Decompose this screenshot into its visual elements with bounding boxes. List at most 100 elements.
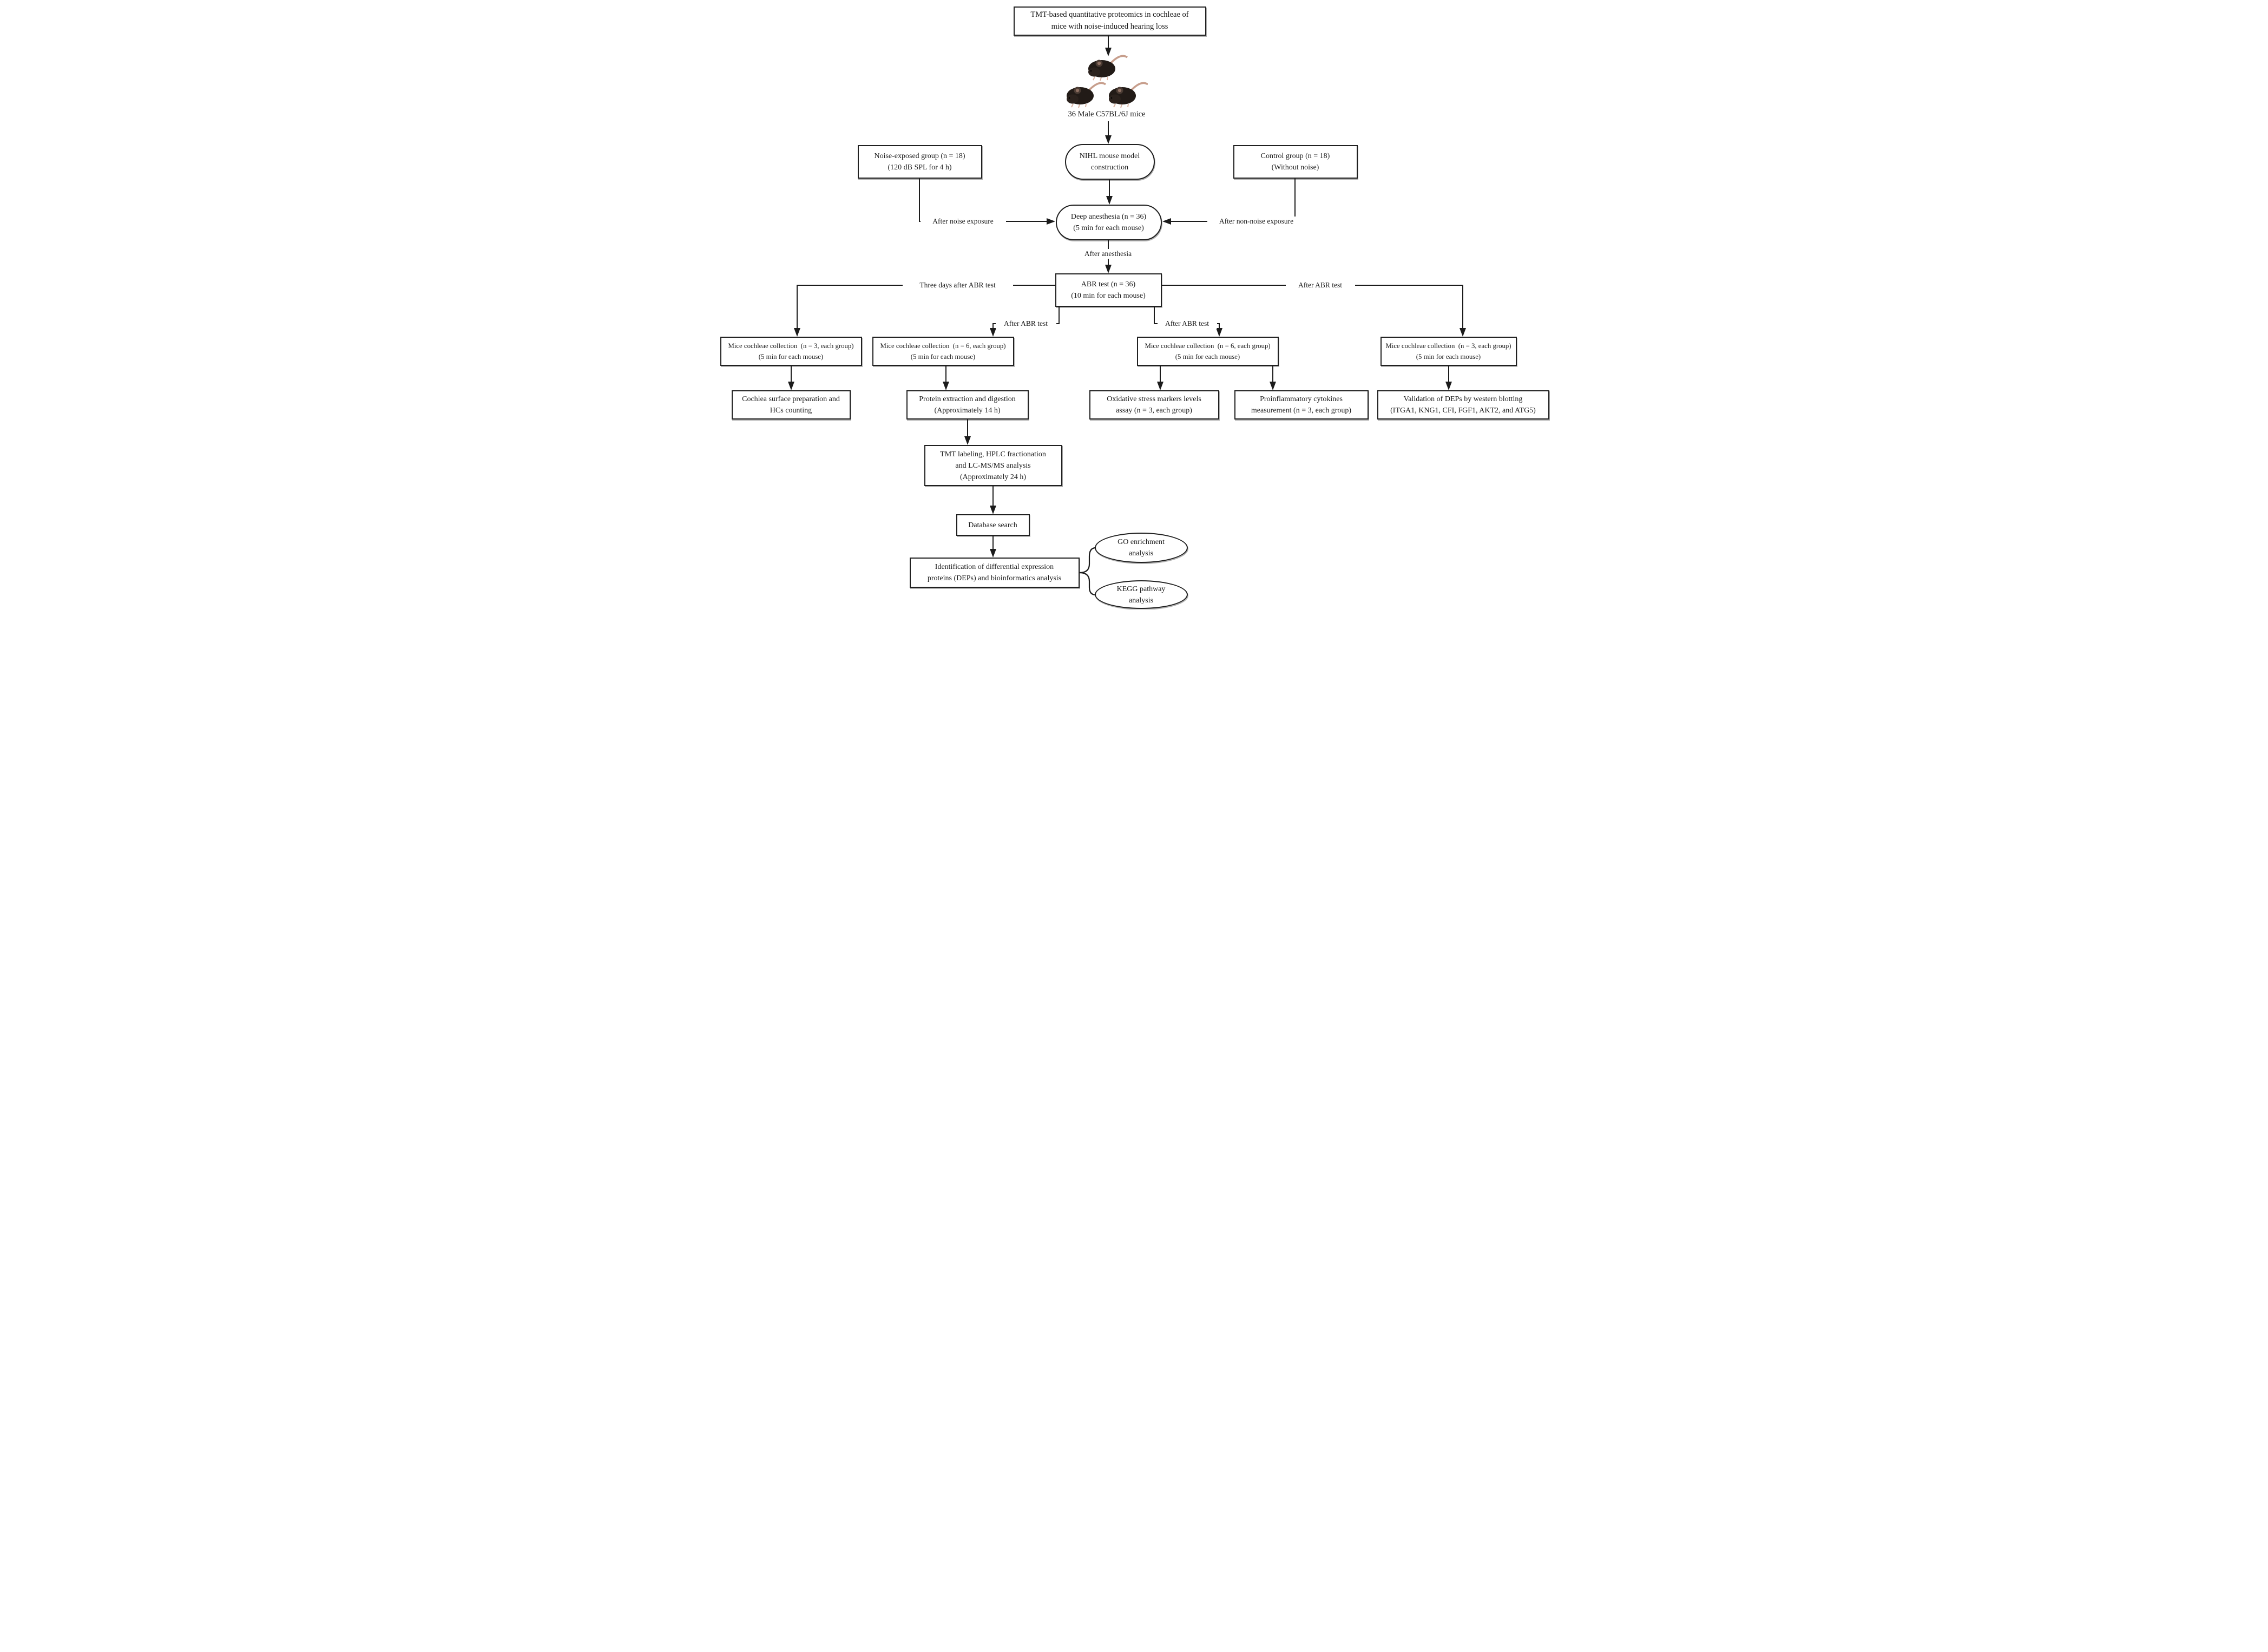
arrowhead-down xyxy=(964,436,971,445)
connector-line xyxy=(1058,307,1060,324)
connector-line xyxy=(1448,366,1449,382)
arrowhead-right xyxy=(1046,218,1055,225)
noise-line: Noise-exposed group (n = 18) xyxy=(874,152,965,160)
nihl-line: NIHL mouse model xyxy=(1079,152,1140,160)
proinflammatory-box: Proinflammatory cytokines measurement (n… xyxy=(1234,390,1369,419)
kegg-line: KEGG pathway xyxy=(1116,585,1166,593)
noise-exposed-group-box: Noise-exposed group (n = 18) (120 dB SPL… xyxy=(857,145,982,179)
arrowhead-down xyxy=(989,328,996,337)
arrowhead-down xyxy=(1105,48,1112,56)
control-group-box: Control group (n = 18) (Without noise) xyxy=(1233,145,1358,179)
flowchart-figure: TMT-based quantitative proteomics in coc… xyxy=(715,0,1553,609)
oxidative-line: assay (n = 3, each group) xyxy=(1116,407,1192,415)
arrowhead-down xyxy=(1459,328,1466,337)
edge-label-after-non-noise-exposure: After non-noise exposure xyxy=(1207,217,1306,226)
identification-line: proteins (DEPs) and bioinformatics analy… xyxy=(927,574,1062,582)
arrowhead-down xyxy=(1105,265,1112,273)
edge-label-after-noise-exposure: After noise exposure xyxy=(920,217,1006,226)
arrowhead-down xyxy=(787,382,794,390)
protein-line: (Approximately 14 h) xyxy=(934,407,1001,415)
arrowhead-down xyxy=(1106,196,1113,205)
connector-line xyxy=(790,366,792,382)
brace-connector xyxy=(1079,547,1096,596)
connector-line xyxy=(1294,179,1296,221)
connector-line xyxy=(1107,121,1109,135)
edge-label-after-abr-mid: After ABR test xyxy=(1157,319,1217,329)
connector-line xyxy=(945,366,946,382)
collection-line: (5 min for each mouse) xyxy=(1175,353,1240,360)
protein-line: Protein extraction and digestion xyxy=(919,395,1016,403)
validation-line: Validation of DEPs by western blotting xyxy=(1403,395,1523,403)
protein-extraction-box: Protein extraction and digestion (Approx… xyxy=(906,390,1029,419)
oxidative-line: Oxidative stress markers levels xyxy=(1107,395,1201,403)
deep-line: (5 min for each mouse) xyxy=(1073,224,1144,232)
collection-line: Mice cochleae collection (n = 3, each gr… xyxy=(1385,342,1511,350)
proinflammatory-line: Proinflammatory cytokines xyxy=(1260,395,1343,403)
database-line: Database search xyxy=(968,521,1017,529)
collection-line: Mice cochleae collection (n = 6, each gr… xyxy=(880,342,1006,350)
connector-line xyxy=(967,419,968,436)
arrowhead-down xyxy=(989,549,996,558)
arrowhead-left xyxy=(1162,218,1171,225)
collection-box-3: Mice cochleae collection (n = 6, each gr… xyxy=(1136,337,1279,366)
mice-caption: 36 Male C57BL/6J mice xyxy=(1068,110,1146,119)
collection-line: (5 min for each mouse) xyxy=(758,353,824,360)
deep-anesthesia-box: Deep anesthesia (n = 36) (5 min for each… xyxy=(1055,205,1162,240)
go-line: GO enrichment xyxy=(1117,538,1165,546)
kegg-line: analysis xyxy=(1128,596,1154,605)
connector-line xyxy=(992,323,994,329)
collection-line: Mice cochleae collection (n = 6, each gr… xyxy=(1145,342,1271,350)
tmt-line: TMT labeling, HPLC fractionation xyxy=(940,450,1046,458)
identification-line: Identification of differential expressio… xyxy=(935,563,1054,571)
validation-line: (ITGA1, KNG1, CFI, FGF1, AKT2, and ATG5) xyxy=(1390,407,1536,415)
abr-line: (10 min for each mouse) xyxy=(1071,292,1146,300)
kegg-pathway-ellipse: KEGG pathway analysis xyxy=(1094,580,1188,609)
connector-line xyxy=(796,285,798,328)
arrowhead-down xyxy=(942,382,949,390)
nihl-line: construction xyxy=(1090,163,1129,172)
connector-line xyxy=(1107,36,1109,48)
proinflammatory-line: measurement (n = 3, each group) xyxy=(1251,407,1352,415)
connector-line xyxy=(1272,366,1273,382)
identification-box: Identification of differential expressio… xyxy=(909,558,1080,588)
oxidative-stress-box: Oxidative stress markers levels assay (n… xyxy=(1089,390,1219,419)
arrowhead-down xyxy=(793,328,800,337)
deep-line: Deep anesthesia (n = 36) xyxy=(1070,213,1147,221)
arrowhead-down xyxy=(989,506,996,514)
tmt-line: and LC-MS/MS analysis xyxy=(955,461,1031,470)
edge-label-three-days-after-abr: Three days after ABR test xyxy=(902,280,1013,290)
arrowhead-down xyxy=(1445,382,1452,390)
arrowhead-down xyxy=(1215,328,1222,337)
connector-line xyxy=(1159,366,1161,382)
collection-box-2: Mice cochleae collection (n = 6, each gr… xyxy=(872,337,1014,366)
edge-label-after-abr-left: After ABR test xyxy=(995,319,1056,329)
collection-line: Mice cochleae collection (n = 3, each gr… xyxy=(728,342,854,350)
collection-line: (5 min for each mouse) xyxy=(1416,353,1481,360)
connector-line xyxy=(1218,323,1220,329)
cochlea-line: Cochlea surface preparation and xyxy=(742,395,840,403)
tmt-line: (Approximately 24 h) xyxy=(959,473,1027,481)
collection-box-1: Mice cochleae collection (n = 3, each gr… xyxy=(720,337,862,366)
collection-box-4: Mice cochleae collection (n = 3, each gr… xyxy=(1380,337,1517,366)
control-line: Control group (n = 18) xyxy=(1260,152,1330,160)
connector-line xyxy=(918,179,920,221)
go-enrichment-ellipse: GO enrichment analysis xyxy=(1094,533,1188,563)
connector-line xyxy=(992,536,994,549)
connector-line xyxy=(1108,180,1110,196)
arrowhead-down xyxy=(1105,135,1112,144)
title-line: mice with noise-induced hearing loss xyxy=(1051,22,1168,31)
noise-line: (120 dB SPL for 4 h) xyxy=(888,163,952,172)
cochlea-line: HCs counting xyxy=(770,407,812,415)
abr-test-box: ABR test (n = 36) (10 min for each mouse… xyxy=(1055,273,1162,307)
edge-label-after-abr-right: After ABR test xyxy=(1285,280,1355,290)
go-line: analysis xyxy=(1128,549,1154,558)
arrowhead-down xyxy=(1156,382,1163,390)
control-line: (Without noise) xyxy=(1271,163,1319,172)
validation-box: Validation of DEPs by western blotting (… xyxy=(1377,390,1549,419)
arrowhead-down xyxy=(1269,382,1276,390)
tmt-labeling-box: TMT labeling, HPLC fractionation and LC-… xyxy=(924,445,1062,486)
cochlea-surface-box: Cochlea surface preparation and HCs coun… xyxy=(731,390,851,419)
connector-line xyxy=(1153,307,1155,324)
title-line: TMT-based quantitative proteomics in coc… xyxy=(1030,10,1189,19)
connector-line xyxy=(1462,285,1463,328)
